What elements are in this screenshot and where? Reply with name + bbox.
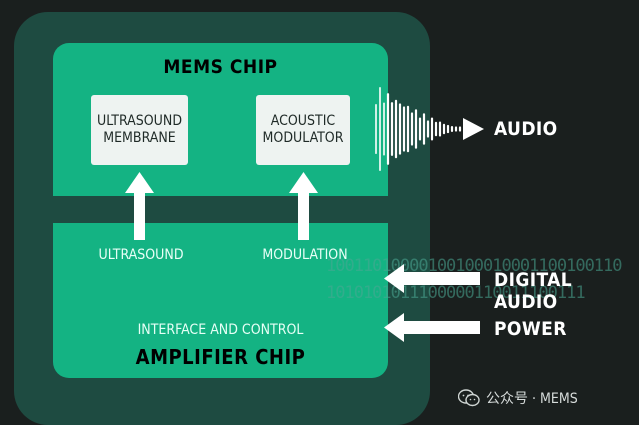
ultrasound-label: ULTRASOUND bbox=[98, 247, 184, 263]
audio-wave-icon bbox=[375, 87, 462, 171]
digital-audio-label: DIGITAL AUDIO bbox=[494, 269, 573, 313]
ultrasound-membrane-line-1: ULTRASOUND bbox=[96, 113, 183, 129]
acoustic-modulator-line-1: ACOUSTIC bbox=[270, 113, 336, 129]
amplifier-chip bbox=[53, 223, 388, 378]
watermark: 公众号 · MEMS bbox=[458, 388, 578, 408]
amplifier-chip-title: AMPLIFIER CHIP bbox=[135, 345, 306, 369]
interface-control-label: INTERFACE AND CONTROL bbox=[137, 322, 304, 338]
acoustic-modulator-block: ACOUSTIC MODULATOR bbox=[256, 95, 350, 165]
digital-audio-arrow bbox=[384, 264, 480, 293]
ultrasound-membrane-block: ULTRASOUND MEMBRANE bbox=[91, 95, 188, 165]
binary-stream-line-2: 1010101011100000110011100111 bbox=[326, 283, 586, 303]
audio-label: AUDIO bbox=[494, 118, 558, 140]
acoustic-modulator-line-2: MODULATOR bbox=[262, 130, 344, 146]
ultrasound-up-arrow bbox=[125, 172, 154, 240]
modulation-label: MODULATION bbox=[262, 247, 348, 263]
ultrasound-membrane-line-2: MEMBRANE bbox=[103, 130, 176, 146]
wechat-icon bbox=[458, 389, 480, 407]
audio-arrow-icon bbox=[463, 118, 484, 140]
modulation-up-arrow bbox=[289, 172, 318, 240]
mems-chip-title: MEMS CHIP bbox=[163, 56, 278, 78]
power-label: POWER bbox=[494, 318, 567, 340]
watermark-text: 公众号 · MEMS bbox=[486, 391, 578, 407]
power-arrow bbox=[384, 313, 480, 342]
